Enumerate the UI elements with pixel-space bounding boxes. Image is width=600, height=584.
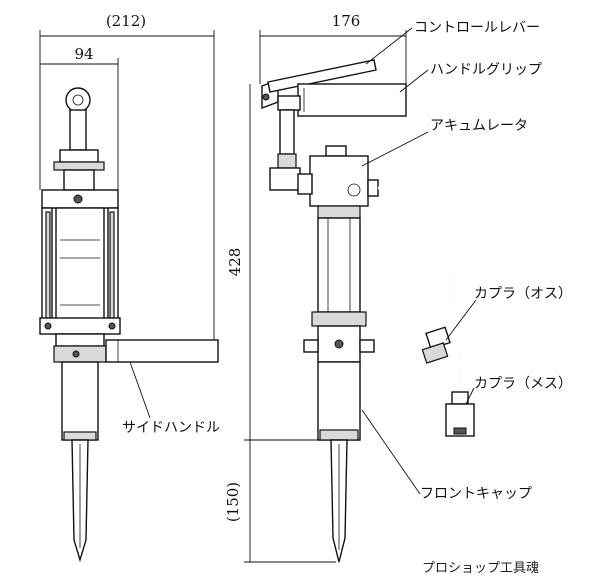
leader-accumulator — [361, 131, 429, 167]
neck-left — [63, 169, 95, 191]
label-coupler-female: カプラ（メス） — [474, 376, 572, 392]
clamp-knob-left — [303, 339, 319, 353]
cylinder-left — [55, 207, 105, 327]
coupler-female-base — [453, 427, 467, 435]
control-lever-bar — [267, 59, 377, 93]
hose-2-highlight — [451, 271, 462, 393]
right-view — [261, 59, 475, 563]
lower-bolt-r — [108, 322, 116, 330]
front-cap-left — [61, 361, 99, 441]
collar-bolt-left — [72, 350, 80, 358]
front-cap-rim — [319, 429, 359, 441]
valve-flange — [317, 205, 361, 219]
side-handle-bar — [105, 339, 219, 363]
lever-knob-left — [65, 87, 91, 113]
collar-top-left — [55, 333, 105, 347]
collar-left — [53, 345, 107, 363]
clamp-bolt — [334, 339, 344, 349]
linkage-joint — [277, 153, 297, 169]
leader-handle-grip — [399, 69, 429, 93]
dim-front-width: 176 — [332, 12, 361, 30]
label-front-cap: フロントキャップ — [420, 486, 532, 502]
right-dimensions: 176 428 (150) — [224, 12, 407, 563]
clamp-knob-right — [359, 339, 375, 353]
top-bolt-left — [73, 194, 83, 204]
handle-grip — [297, 83, 407, 117]
leader-front-cap — [361, 409, 421, 495]
left-dimensions: (212) 94 — [39, 12, 215, 340]
front-cap — [317, 361, 361, 441]
linkage-housing — [269, 167, 301, 191]
leader-lines — [129, 27, 477, 495]
grip-mount — [277, 95, 301, 111]
left-view — [39, 87, 219, 563]
label-side-handle: サイドハンドル — [122, 420, 220, 436]
lever-knob-center — [72, 94, 84, 106]
accumulator-block — [309, 155, 369, 207]
main-cylinder — [317, 217, 361, 313]
cylinder-band — [311, 311, 367, 327]
upper-flange-left — [53, 161, 105, 171]
label-handle-grip: ハンドルグリップ — [430, 62, 542, 78]
lower-clamp-left — [39, 317, 121, 335]
leader-coupler-female — [465, 387, 475, 405]
rod-shade-r — [109, 211, 115, 323]
leader-coupler-male — [445, 299, 477, 341]
dim-side-width: 94 — [74, 45, 93, 63]
front-cap-rim-left — [63, 431, 97, 441]
lower-bolt-l — [44, 322, 52, 330]
rod-shade-l — [45, 211, 51, 323]
label-control-lever: コントロールレバー — [414, 20, 540, 36]
leader-control-lever — [365, 27, 413, 65]
accumulator-cap — [325, 145, 347, 157]
dim-overall-width: (212) — [106, 12, 146, 30]
dim-height: 428 — [226, 248, 244, 277]
lever-arm-left — [69, 109, 87, 151]
linkage-column — [279, 109, 295, 155]
upper-clamp-left — [59, 149, 99, 163]
dim-tool-length: (150) — [224, 482, 242, 522]
accumulator-port — [347, 183, 361, 197]
hose-fitting — [367, 179, 379, 197]
coupler-male-nut — [421, 342, 449, 364]
hose-highlight — [377, 185, 464, 331]
label-accumulator: アキュムレータ — [430, 118, 528, 134]
lever-pivot-pin — [262, 93, 270, 101]
label-coupler-male: カプラ（オス） — [474, 286, 572, 302]
leader-side-handle — [129, 361, 151, 419]
valve-side-port — [297, 173, 313, 195]
coupler-female-top — [451, 391, 469, 405]
watermark-text: プロショップ工具魂 — [422, 560, 539, 576]
